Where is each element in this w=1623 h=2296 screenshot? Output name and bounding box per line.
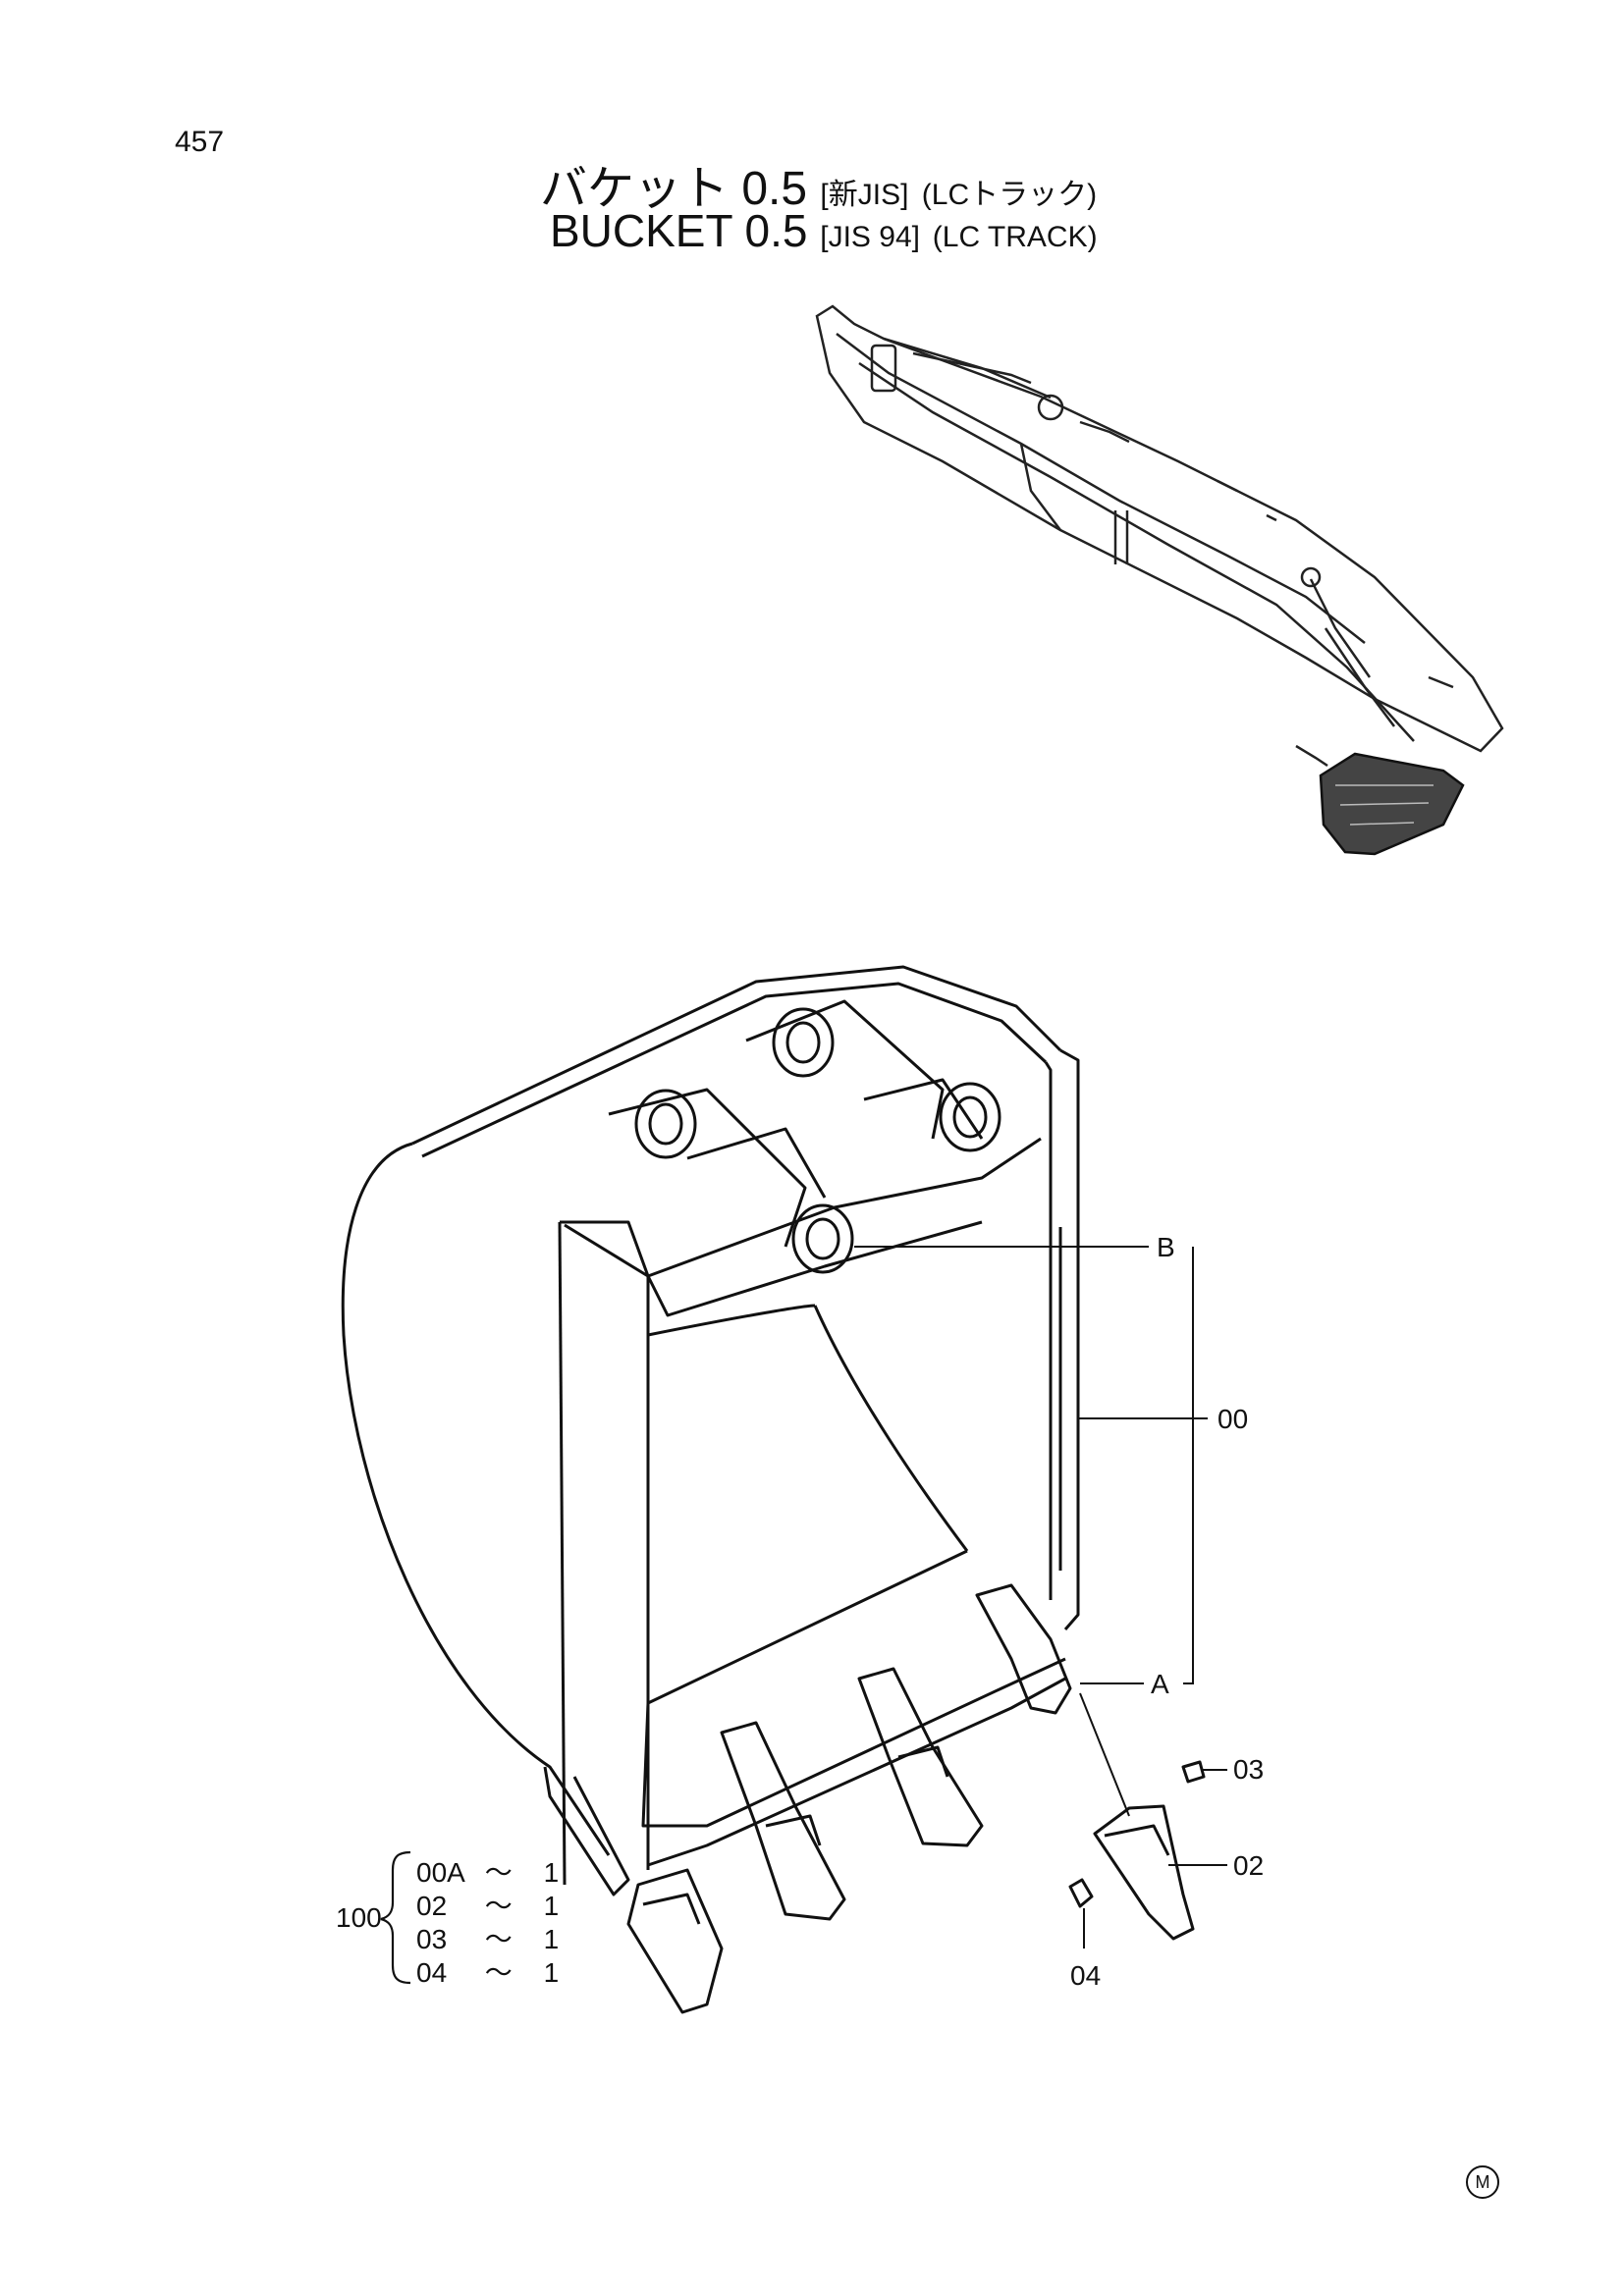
kit-row: 02 〜 1 (416, 1885, 559, 1924)
kit-qty: 1 (543, 1857, 560, 1888)
kit-sep: 〜 (484, 1891, 513, 1921)
title-english: BUCKET 0.5 [JIS 94] (LC TRACK) (550, 204, 1098, 257)
tooth-exploded (1093, 1804, 1195, 1941)
kit-part: 04 (416, 1957, 448, 1988)
callout-pin: 04 (1070, 1960, 1101, 1991)
tooth-1 (626, 1868, 724, 2014)
kit-part: 03 (416, 1924, 448, 1954)
kit-part: 02 (416, 1891, 448, 1921)
bucket-drawing (341, 965, 1080, 1896)
callout-b: B (1157, 1232, 1175, 1262)
kit-brace (380, 1850, 411, 1985)
callout-tooth: 02 (1233, 1850, 1264, 1881)
title-en-spec: [JIS 94] (820, 221, 920, 253)
kit-row: 04 〜 1 (416, 1951, 559, 1991)
kit-qty: 1 (543, 1957, 560, 1988)
corner-mark: M (1466, 2165, 1499, 2199)
bucket-teeth (626, 1583, 1206, 2014)
arm-overview-bucket (1319, 752, 1465, 856)
kit-sep: 〜 (484, 1957, 513, 1988)
title-en-main: BUCKET 0.5 (550, 205, 808, 256)
page-number: 457 (175, 126, 225, 158)
title-jp-main: バケット 0.5 (540, 163, 808, 215)
title-japanese: バケット 0.5 [新JIS] (LCトラック) (540, 149, 1097, 218)
kit-part: 00A (416, 1857, 465, 1888)
kit-number: 100 (336, 1902, 382, 1933)
leader-lines (854, 1246, 1227, 1949)
kit-sep: 〜 (484, 1924, 513, 1954)
kit-qty: 1 (543, 1891, 560, 1921)
callout-point: 03 (1233, 1754, 1264, 1785)
kit-qty: 1 (543, 1924, 560, 1954)
title-jp-track: (LCトラック) (921, 179, 1098, 211)
kit-row: 03 〜 1 (416, 1918, 559, 1957)
arm-overview-drawing (815, 304, 1504, 768)
tooth-2 (720, 1721, 846, 1921)
tooth-3 (857, 1667, 984, 1847)
kit-row: 00A 〜 1 (416, 1851, 559, 1891)
kit-sep: 〜 (484, 1857, 513, 1888)
pin-exploded (1068, 1878, 1094, 1908)
title-en-track: (LC TRACK) (932, 221, 1098, 253)
tooth-4 (975, 1583, 1072, 1715)
callout-a: A (1151, 1669, 1169, 1699)
title-jp-spec: [新JIS] (820, 179, 909, 211)
callout-labels: B 00 A 03 02 04 (1070, 1232, 1264, 1991)
callout-assembly: 00 (1217, 1404, 1248, 1434)
point-exploded (1181, 1760, 1206, 1784)
